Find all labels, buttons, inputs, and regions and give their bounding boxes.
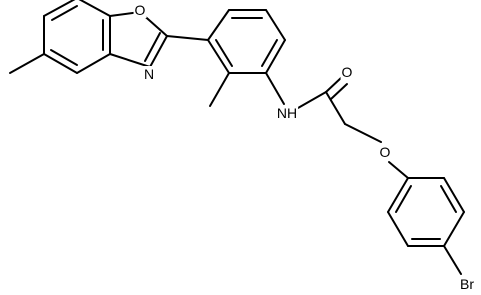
bond-ring-br [443,245,462,275]
benzoxazole-benzene-ring [43,0,111,74]
bond-ring-nh [265,72,285,105]
bond-benzoxazole-phenyl [166,35,209,41]
bond-carbonyl-ch2 [325,91,346,125]
bond-ether-o-ring [388,161,409,179]
atom-oxazole-o: O [135,2,146,18]
bond-ch2-ether-o [344,123,382,143]
bromophenyl-ring [387,177,465,247]
atom-oxazole-n: N [144,66,154,82]
atom-bromine: Br [460,276,474,292]
oxazole-ring [109,11,168,68]
bond-methyl-tolyl [209,72,230,107]
bond-methyl-benzo [9,53,45,74]
atom-ether-o: O [380,144,391,160]
bond-carbonyl-o-1 [325,76,343,93]
atom-carbonyl-o: O [342,64,353,80]
atom-amide-nh: NH [277,105,297,121]
bond-carbonyl-o-2 [330,83,348,100]
bond-nh-carbonyl [297,91,327,109]
central-phenyl-ring [207,9,286,74]
